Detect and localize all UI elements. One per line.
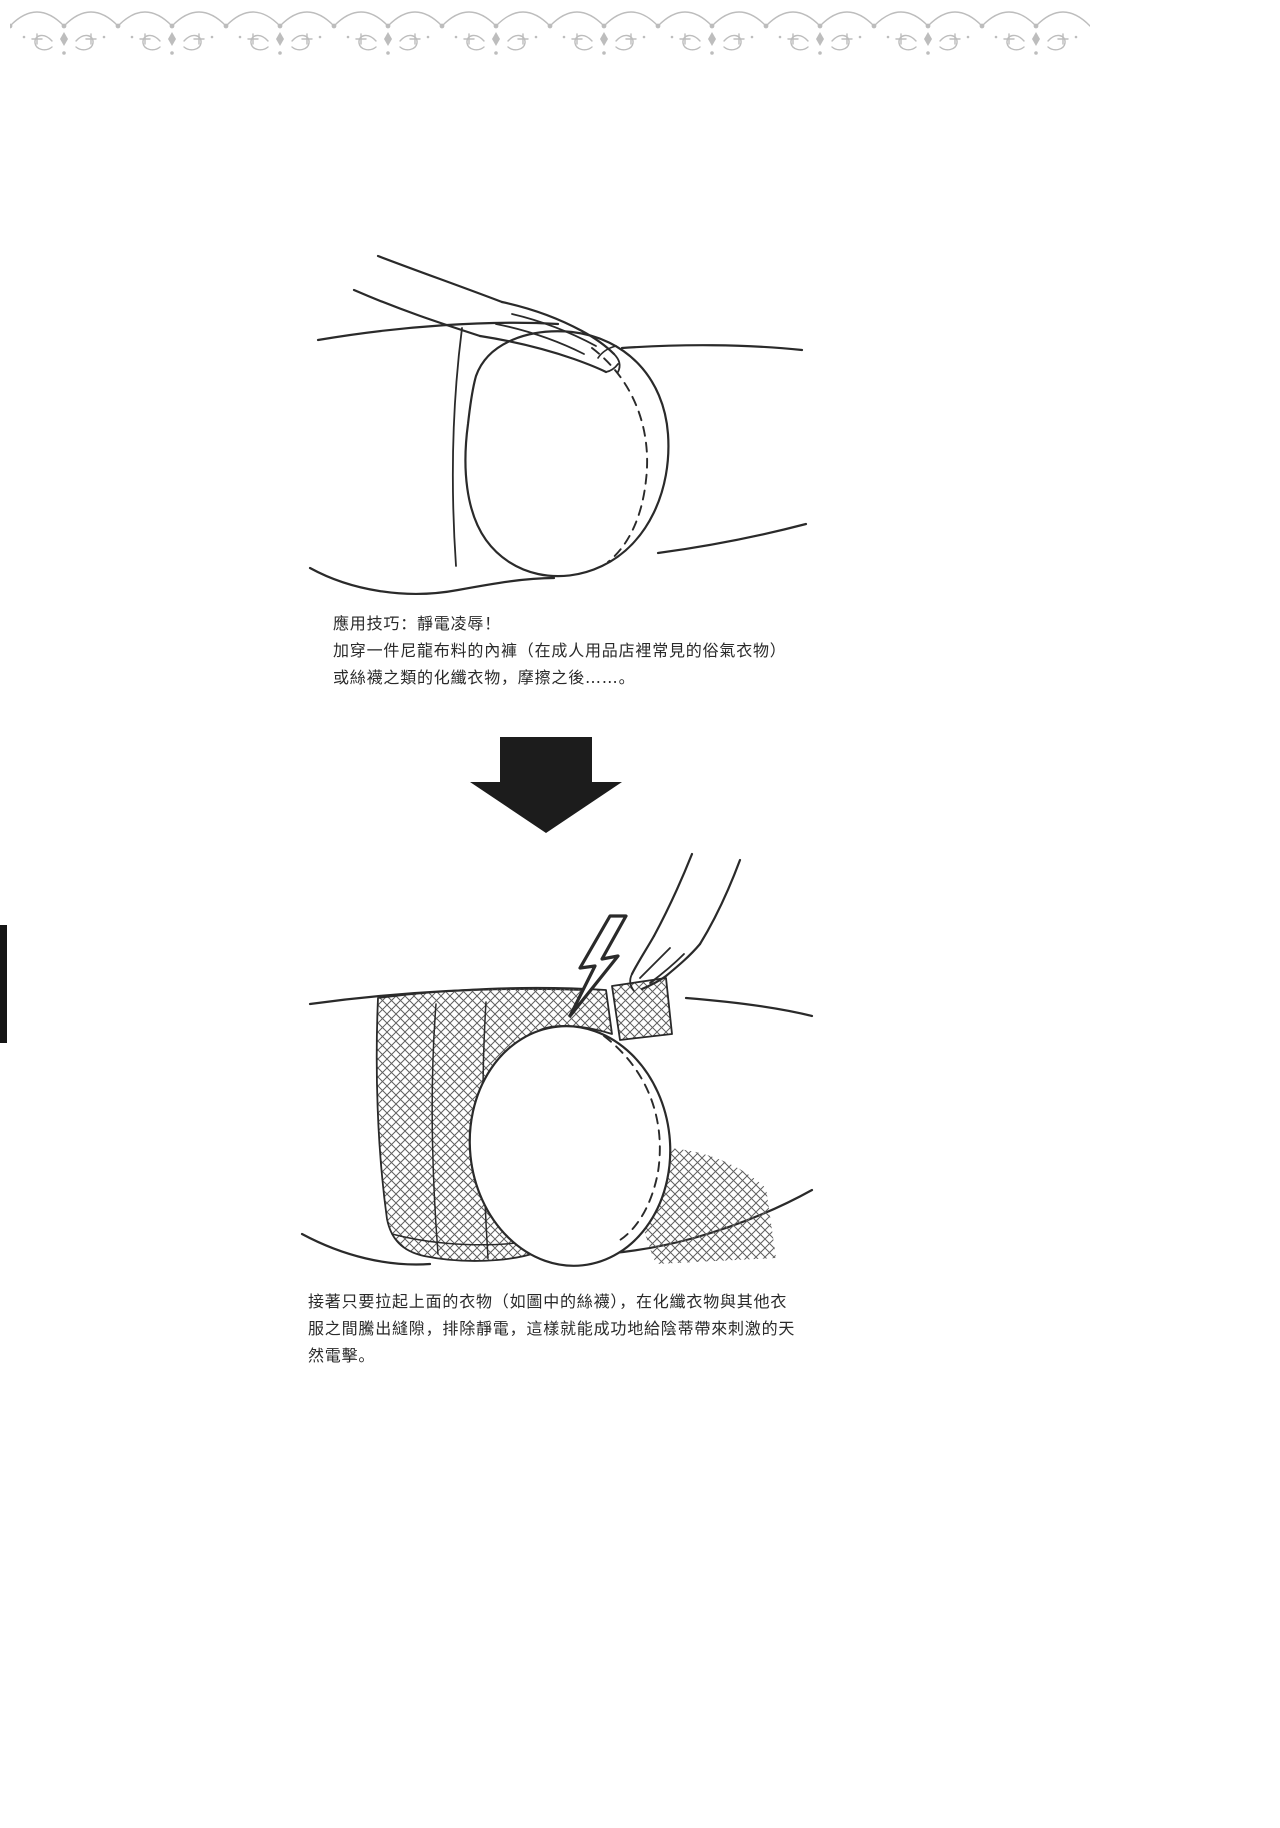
hand-arm-drawing xyxy=(629,852,742,992)
lightning-icon xyxy=(568,914,628,1018)
caption-line: 服之間騰出縫隙，排除靜電，這樣就能成功地給陰蒂帶來刺激的天 xyxy=(308,1319,796,1338)
illustration-after xyxy=(300,852,814,1267)
panty-line-dashed xyxy=(603,1035,661,1241)
caption-line: 或絲襪之類的化纖衣物，摩擦之後……。 xyxy=(333,668,636,687)
lace-border xyxy=(10,11,1090,56)
caption-line: 應用技巧：靜電凌辱！ xyxy=(333,614,502,633)
buttock-outline xyxy=(464,330,670,578)
caption-line: 然電擊。 xyxy=(308,1346,376,1365)
fabric-pinch-lines xyxy=(597,345,617,359)
gathered-fabric-crosshatch xyxy=(611,977,673,1041)
page-edge-mark xyxy=(0,925,7,1043)
caption-after: 接著只要拉起上面的衣物（如圖中的絲襪），在化纖衣物與其他衣 服之間騰出縫隙，排除… xyxy=(308,1288,795,1369)
body-outline xyxy=(308,321,808,595)
hand-arm-drawing xyxy=(352,254,621,374)
caption-line: 加穿一件尼龍布料的內褲（在成人用品店裡常見的俗氣衣物） xyxy=(333,641,787,660)
panty-line-dashed xyxy=(591,347,649,563)
caption-line: 接著只要拉起上面的衣物（如圖中的絲襪），在化纖衣物與其他衣 xyxy=(308,1292,788,1311)
buttock-outline xyxy=(468,1025,672,1267)
caption-before: 應用技巧：靜電凌辱！ 加穿一件尼龍布料的內褲（在成人用品店裡常見的俗氣衣物） 或… xyxy=(333,610,787,691)
stocking-seam-line xyxy=(431,1003,439,1255)
illustration-before xyxy=(308,254,808,595)
down-arrow-icon xyxy=(470,737,622,833)
